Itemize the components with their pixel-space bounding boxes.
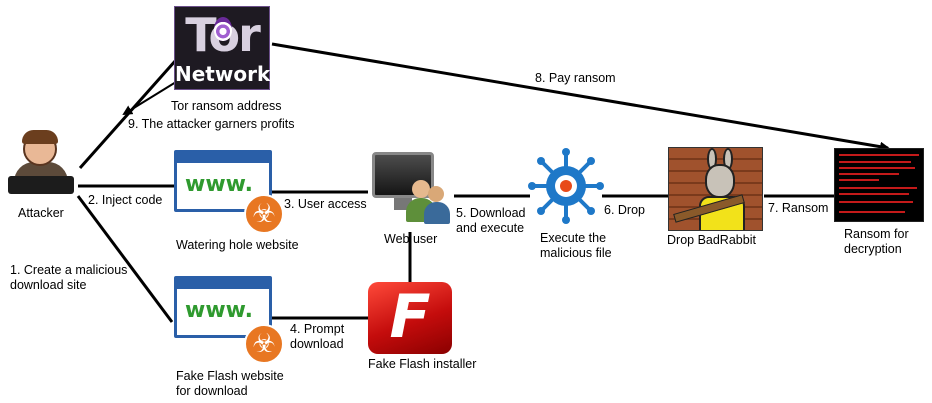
badrabbit-image <box>668 147 763 231</box>
attacker-icon <box>8 128 78 198</box>
www-text: www. <box>185 172 253 197</box>
flash-letter: F <box>389 282 431 352</box>
step-9-label: 9. The attacker garners profits <box>128 117 295 131</box>
step-2-label: 2. Inject code <box>88 193 163 207</box>
step-3-label: 3. User access <box>284 197 367 211</box>
virus-icon <box>528 148 604 224</box>
step-5-label: 5. Download and execute <box>456 206 526 235</box>
fake-flash-website-label: Fake Flash website for download <box>176 369 284 398</box>
tor-ransom-address-label: Tor ransom address <box>171 99 282 113</box>
fake-flash-installer-label: Fake Flash installer <box>368 357 477 371</box>
fake-flash-browser-icon: www. <box>174 276 272 338</box>
web-user-icon <box>366 148 454 230</box>
onion-icon <box>214 17 232 41</box>
badrabbit-label: Drop BadRabbit <box>667 233 756 247</box>
ransom-screen-image <box>834 148 924 222</box>
biohazard-icon: ☣ <box>244 194 284 234</box>
step-7-label: 7. Ransom <box>768 201 829 215</box>
edge-attacker-fakesite <box>76 195 174 323</box>
web-user-label: Web user <box>384 232 438 246</box>
step-1-label: 1. Create a malicious download site <box>10 263 128 292</box>
edge-attacker-tor <box>78 59 178 169</box>
watering-hole-label: Watering hole website <box>176 238 299 252</box>
tor-network-logo: Tor Network <box>174 6 270 90</box>
watering-hole-browser-icon: www. <box>174 150 272 212</box>
execute-label: Execute the malicious file <box>540 231 612 260</box>
edge-tor-ransom <box>271 42 890 152</box>
step-4-label: 4. Prompt download <box>290 322 345 351</box>
biohazard-icon: ☣ <box>244 324 284 364</box>
tor-logo-network: Network <box>175 62 271 86</box>
attacker-label: Attacker <box>18 206 64 220</box>
step-6-label: 6. Drop <box>604 203 645 217</box>
step-8-label: 8. Pay ransom <box>535 71 616 85</box>
www-text: www. <box>185 298 253 323</box>
edge-tor-attacker-return <box>122 81 177 116</box>
ransom-label: Ransom for decryption <box>844 227 909 256</box>
flash-icon: F <box>368 282 452 354</box>
